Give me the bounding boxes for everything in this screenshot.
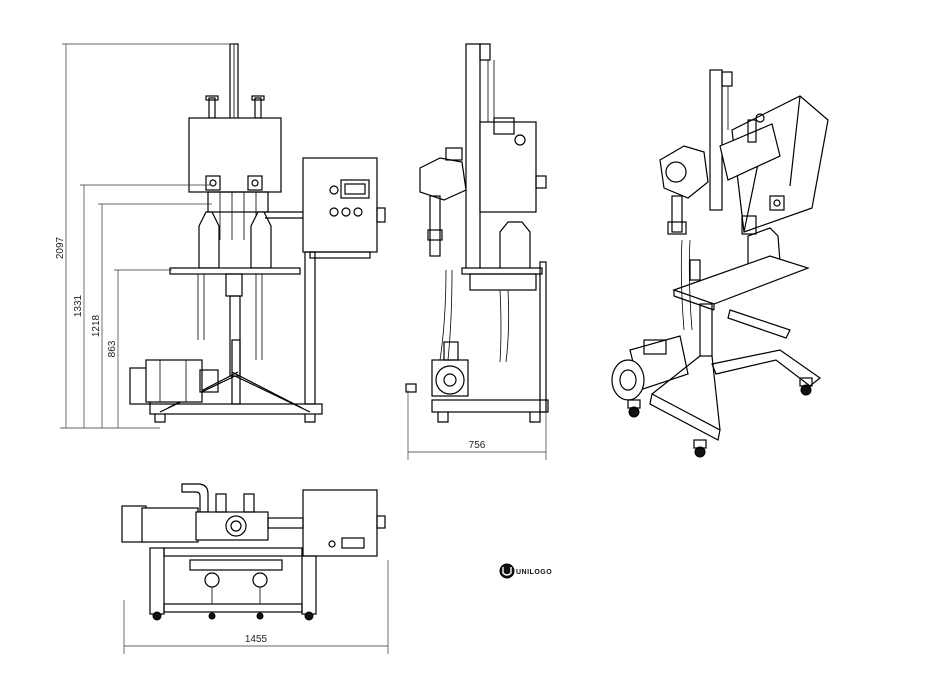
- dim-height-2: 1218: [91, 314, 102, 337]
- dim-top-width: 1455: [245, 634, 268, 645]
- unilogo-logo: UNILOGO: [499, 563, 552, 579]
- front-view-dimensions: 2097 1331 1218 863: [55, 43, 234, 429]
- top-view: [121, 483, 386, 621]
- dim-side-depth: 756: [469, 440, 486, 451]
- side-view-dimensions: 756: [407, 390, 547, 460]
- front-view: [129, 43, 386, 423]
- dim-height-3: 863: [107, 340, 118, 357]
- side-view: [405, 43, 549, 423]
- dim-height-1: 1331: [73, 294, 84, 317]
- logo-text: UNILOGO: [516, 569, 552, 576]
- dim-overall-height: 2097: [55, 236, 66, 259]
- isometric-view: [611, 69, 829, 458]
- top-view-dimensions: 1455: [123, 560, 389, 654]
